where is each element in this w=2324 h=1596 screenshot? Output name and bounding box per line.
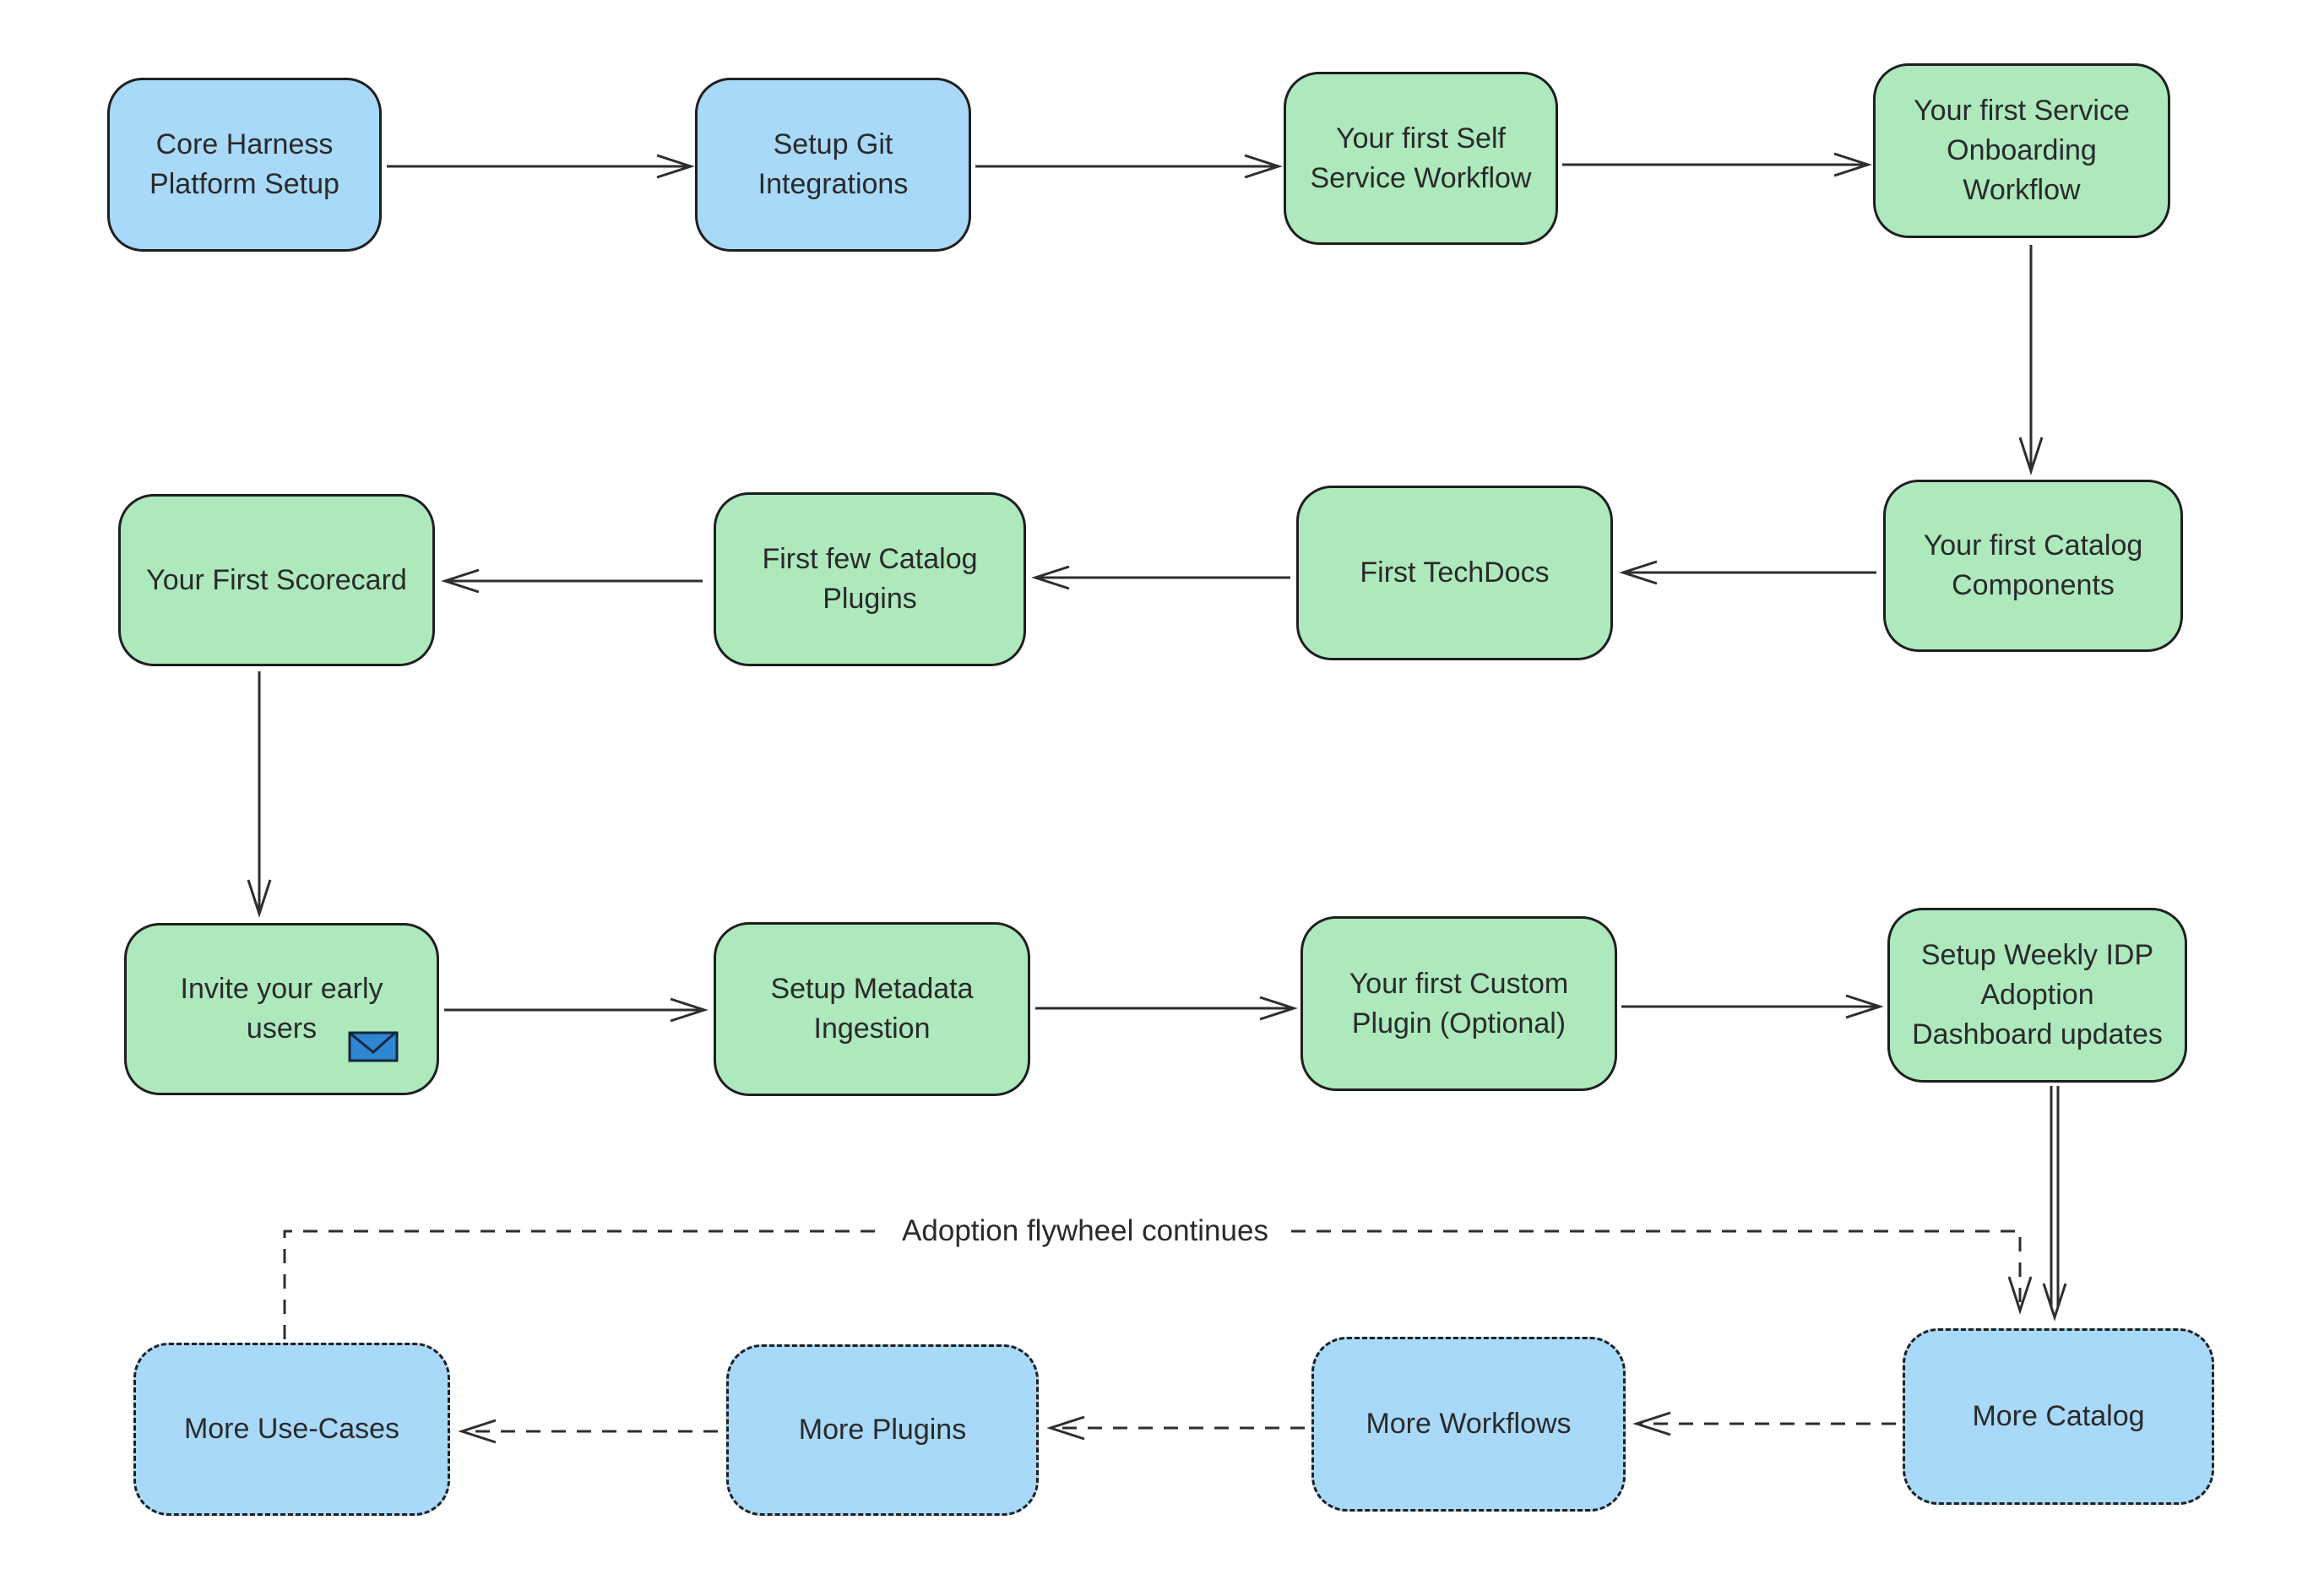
arrow-onboarding-to-catalog-components [2018,245,2044,475]
arrow-catalog-components-to-techdocs [1619,560,1876,585]
node-setup-metadata-ingestion: Setup Metadata Ingestion [714,922,1030,1096]
node-label: Your first Custom Plugin (Optional) [1349,967,1569,1040]
node-label: Setup Weekly IDP Adoption Dashboard upda… [1912,939,2163,1050]
arrow-self-service-to-onboarding [1562,152,1872,177]
node-more-workflows: More Workflows [1311,1337,1626,1512]
node-first-self-service-workflow: Your first Self Service Workflow [1284,72,1558,245]
node-core-harness-platform-setup: Core Harness Platform Setup [107,78,382,252]
arrow-more-plugins-to-more-use-cases [458,1419,718,1444]
node-label: More Catalog [1972,1400,2145,1433]
node-label: Your first Catalog Components [1923,529,2143,601]
flywheel-label: Adoption flywheel continues [883,1214,1287,1248]
arrow-more-catalog-to-more-workflows [1632,1411,1896,1436]
arrow-core-to-git [387,154,695,179]
node-label: First TechDocs [1360,556,1550,589]
node-first-techdocs: First TechDocs [1296,486,1613,660]
envelope-icon [347,1027,399,1064]
arrow-scorecard-to-invite-users [247,671,272,918]
node-label: Your first Service Onboarding Workflow [1914,95,2130,206]
node-more-use-cases: More Use-Cases [133,1343,450,1516]
node-label: Invite your early users [180,973,383,1045]
node-label: Your first Self Service Workflow [1310,122,1532,194]
node-setup-weekly-idp-adoption-dashboard-updates: Setup Weekly IDP Adoption Dashboard upda… [1887,908,2187,1083]
arrow-custom-plugin-to-dashboard [1621,994,1884,1019]
arrow-dashboard-to-more-catalog [2042,1086,2067,1322]
node-label: More Use-Cases [183,1413,400,1446]
node-first-catalog-components: Your first Catalog Components [1883,480,2183,652]
node-label: More Plugins [798,1414,967,1447]
arrow-techdocs-to-catalog-plugins [1031,565,1290,590]
arrow-invite-users-to-metadata [444,997,709,1023]
node-label: Core Harness Platform Setup [149,128,339,200]
node-first-few-catalog-plugins: First few Catalog Plugins [714,492,1026,666]
arrow-catalog-plugins-to-scorecard [441,568,703,594]
node-first-custom-plugin-optional: Your first Custom Plugin (Optional) [1300,916,1617,1091]
node-label: Setup Metadata Ingestion [770,973,974,1045]
node-setup-git-integrations: Setup Git Integrations [695,78,971,252]
node-label: Setup Git Integrations [757,128,909,200]
node-invite-your-early-users: Invite your early users [124,923,439,1095]
node-label: More Workflows [1366,1408,1572,1441]
node-label: First few Catalog Plugins [762,543,978,615]
arrow-metadata-to-custom-plugin [1035,996,1298,1021]
node-more-plugins: More Plugins [726,1344,1039,1516]
node-your-first-scorecard: Your First Scorecard [118,494,435,666]
node-more-catalog: More Catalog [1903,1328,2214,1505]
arrow-git-to-self-service [975,154,1283,179]
node-first-service-onboarding-workflow: Your first Service Onboarding Workflow [1873,63,2170,238]
node-label: Your First Scorecard [146,563,407,596]
arrow-more-workflows-to-more-plugins [1046,1415,1305,1441]
